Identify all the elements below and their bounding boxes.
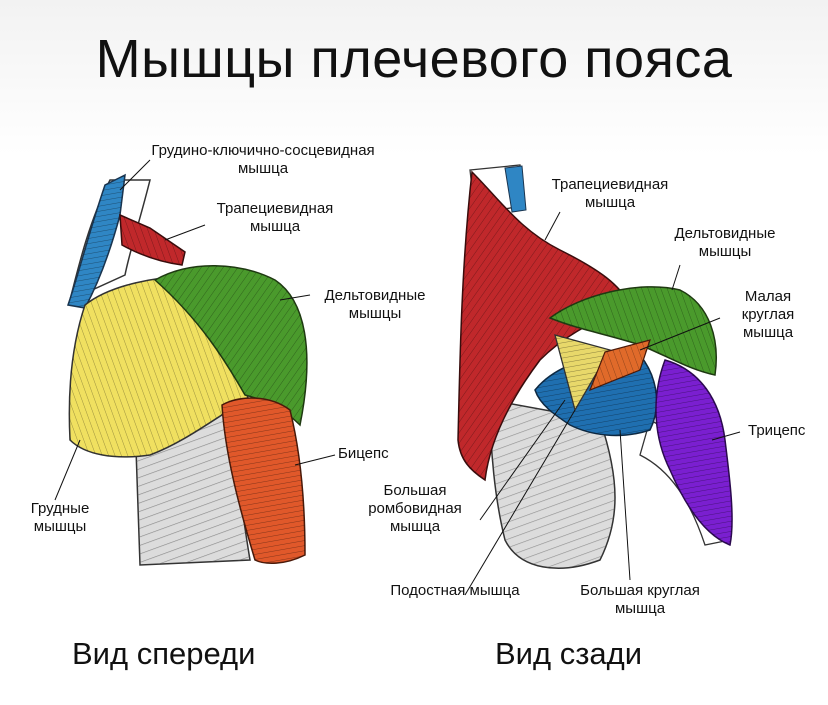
front-label-pectoral-line1: Грудные: [30, 500, 90, 517]
front-label-pectoral-line2: мышцы: [33, 518, 87, 535]
front-label-scm: Грудино-ключично-сосцевидная мышца: [118, 142, 408, 178]
front-label-scm-line1: Грудино-ключично-сосцевидная: [151, 142, 375, 159]
front-label-trapezius-line1: Трапециевидная: [216, 200, 334, 217]
front-label-pectoral: Грудные мышцы: [15, 500, 105, 536]
back-label-teres-major: Большая круглая мышца: [560, 582, 720, 618]
back-label-teres-minor-line2: круглая: [741, 306, 795, 323]
front-label-deltoid-line1: Дельтовидные: [324, 287, 426, 304]
front-leader-lines: [54, 159, 336, 501]
back-label-trapezius-line1: Трапециевидная: [551, 176, 669, 193]
front-view-figure: [54, 159, 336, 566]
back-label-teres-minor-line3: мышца: [742, 324, 794, 341]
back-label-teres-major-line2: мышца: [614, 600, 666, 617]
back-label-rhomboid-line1: Большая: [383, 482, 447, 499]
back-label-deltoid: Дельтовидные мышцы: [655, 225, 795, 261]
front-label-deltoid-line2: мышцы: [348, 305, 402, 322]
back-label-triceps: Трицепс: [748, 422, 806, 439]
front-view-caption: Вид спереди: [72, 636, 256, 671]
back-view-caption: Вид сзади: [495, 636, 643, 671]
front-label-scm-line2: мышца: [237, 160, 289, 177]
back-neck-strip: [504, 165, 527, 213]
back-label-deltoid-line1: Дельтовидные: [674, 225, 776, 242]
back-leader-lines: [464, 211, 741, 596]
back-label-trapezius: Трапециевидная мышца: [530, 176, 690, 212]
front-label-biceps: Бицепс: [338, 445, 389, 462]
back-label-rhomboid-line3: мышца: [389, 518, 441, 535]
back-label-trapezius-line2: мышца: [584, 194, 636, 211]
back-label-rhomboid-line2: ромбовидная: [368, 500, 462, 517]
back-label-teres-minor: Малая круглая мышца: [728, 288, 808, 342]
back-label-teres-minor-line1: Малая: [744, 288, 792, 305]
back-label-deltoid-line2: мышцы: [698, 243, 752, 260]
front-label-deltoid: Дельтовидные мышцы: [305, 287, 445, 323]
back-label-infraspinatus: Подостная мышца: [390, 582, 520, 599]
front-label-trapezius: Трапециевидная мышца: [200, 200, 350, 236]
back-view-figure: [457, 164, 741, 596]
page-title: Мышцы плечевого пояса: [95, 29, 733, 89]
back-label-rhomboid: Большая ромбовидная мышца: [355, 482, 475, 536]
front-label-trapezius-line2: мышца: [249, 218, 301, 235]
back-label-teres-major-line1: Большая круглая: [580, 582, 700, 599]
